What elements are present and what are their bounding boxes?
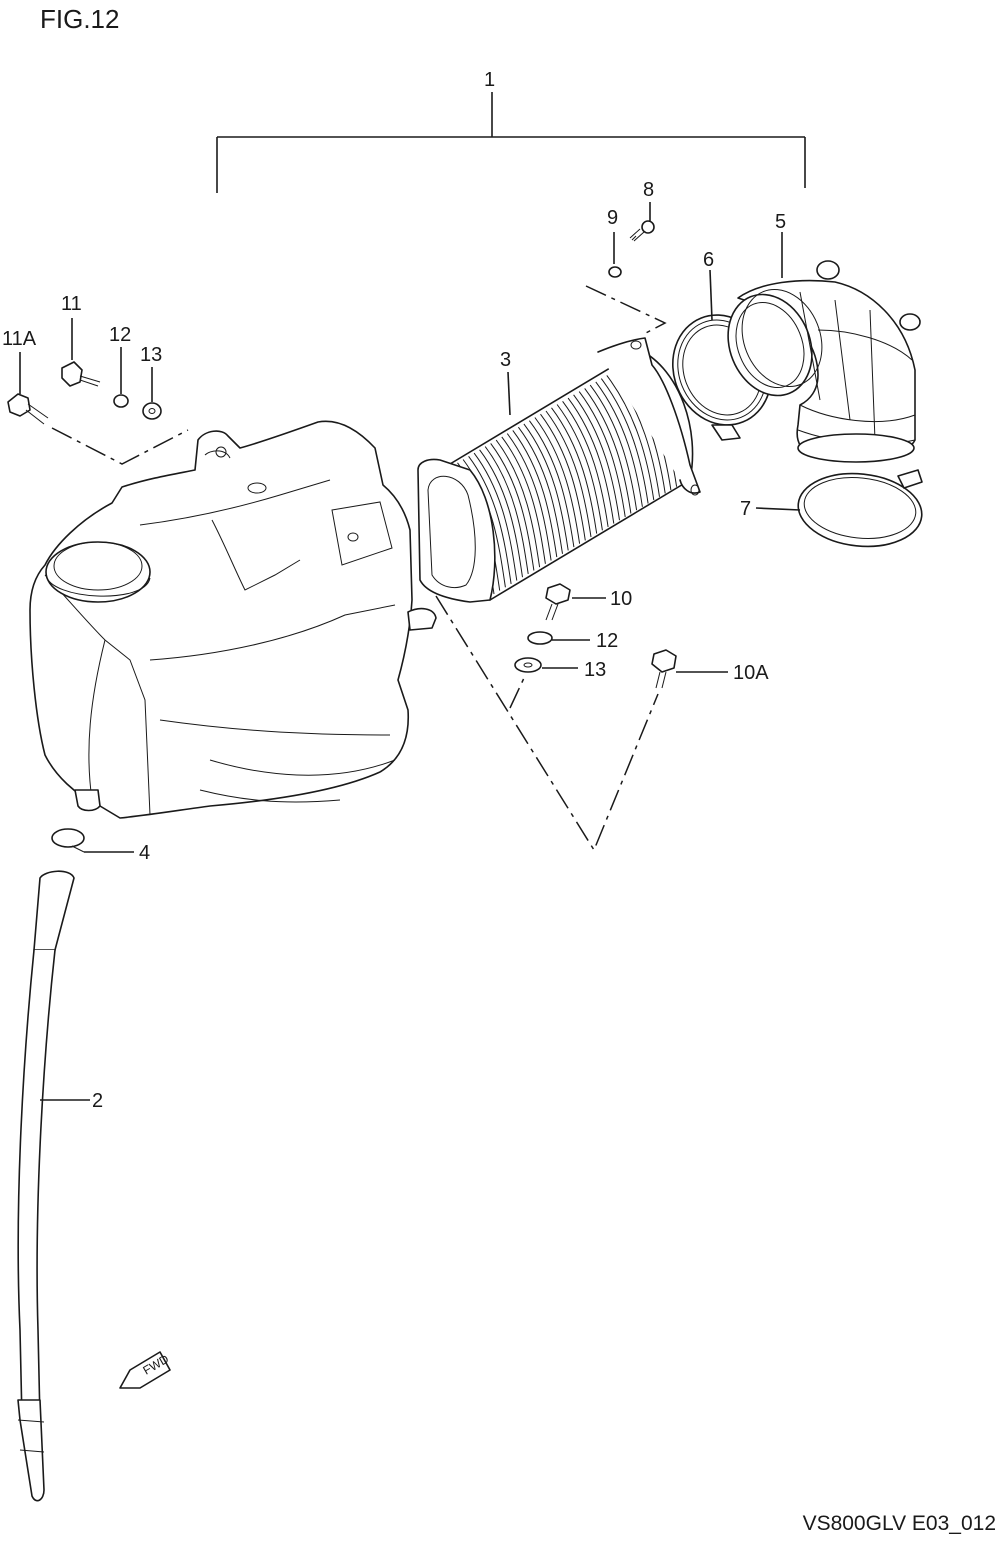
- callout-3: 3: [500, 349, 511, 371]
- air-cleaner-case: [29, 420, 437, 819]
- callout-5: 5: [775, 211, 786, 233]
- washer-13-top: [142, 402, 162, 420]
- callout-1: 1: [484, 69, 495, 91]
- plug-4: [51, 828, 85, 853]
- assembly-guides: [51, 285, 667, 852]
- callout-labels: 1 2 3 4 5 6 7 8 9 10 10A 11 11A 12 13 12…: [2, 69, 786, 1112]
- callout-13-top: 13: [140, 344, 162, 366]
- callout-9: 9: [607, 207, 618, 229]
- hose-clamp: [797, 469, 923, 548]
- callout-7: 7: [740, 498, 751, 520]
- callout-11a: 11A: [2, 328, 37, 350]
- clip-9: [608, 266, 622, 278]
- callout-8: 8: [643, 179, 654, 201]
- intake-duct: [727, 260, 921, 463]
- bolt-11: [61, 361, 101, 387]
- callout-11: 11: [61, 293, 82, 315]
- bolt-8: [629, 220, 655, 242]
- callout-10a: 10A: [733, 662, 769, 684]
- callout-12-top: 12: [109, 324, 131, 346]
- bolt-10a: [651, 649, 677, 689]
- bolt-11a: [7, 393, 49, 425]
- assembly-bracket: [216, 92, 806, 193]
- washer-12-bottom: [527, 631, 553, 645]
- drain-hose: [17, 870, 75, 1502]
- washer-12-top: [113, 394, 129, 408]
- callout-4: 4: [139, 842, 150, 864]
- washer-13-bottom: [514, 657, 542, 673]
- callout-2: 2: [92, 1090, 103, 1112]
- leader-lines: [19, 202, 801, 1101]
- callout-12-bottom: 12: [596, 630, 618, 652]
- callout-6: 6: [703, 249, 714, 271]
- bolt-10: [545, 583, 571, 621]
- drawing-code: VS800GLV E03_012: [803, 1512, 996, 1535]
- callout-13-bottom: 13: [584, 659, 606, 681]
- callout-10: 10: [610, 588, 632, 610]
- figure-title: FIG.12: [40, 4, 119, 34]
- forward-direction-marker: FWD: [119, 1351, 171, 1389]
- air-filter-element: [417, 337, 701, 603]
